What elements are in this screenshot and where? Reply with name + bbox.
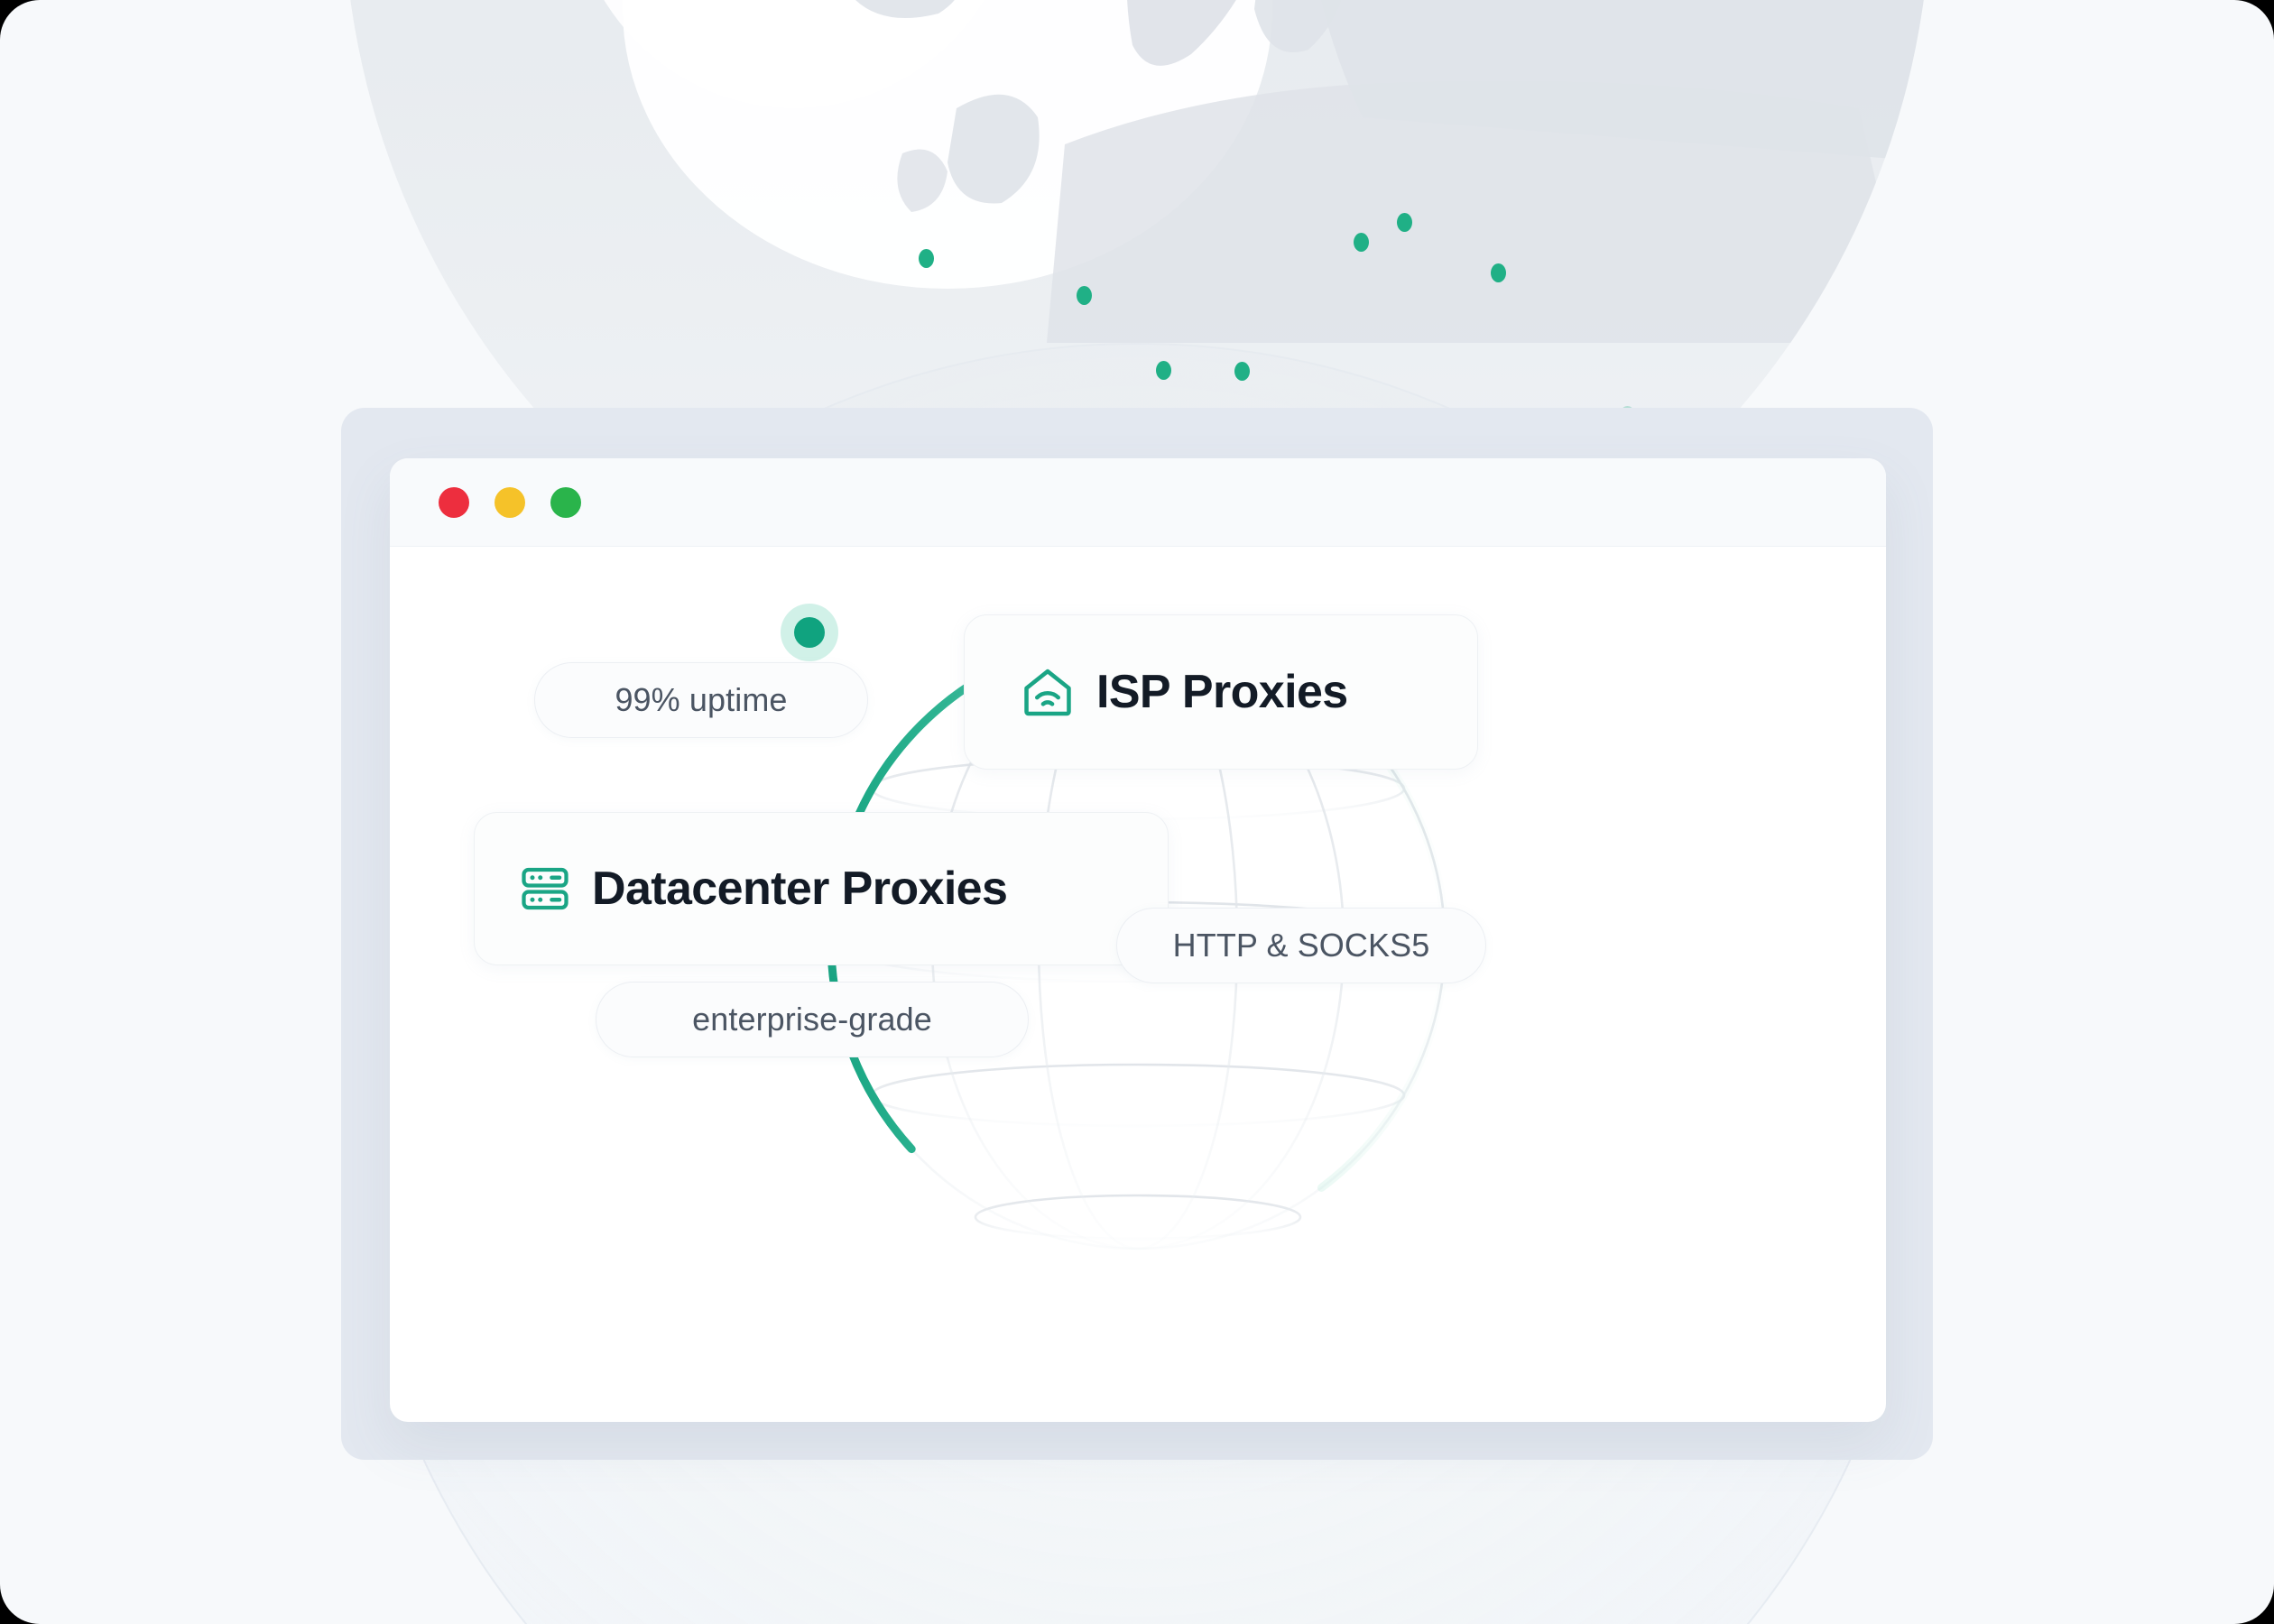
location-dot <box>1077 286 1092 305</box>
house-wifi-icon <box>1024 669 1071 716</box>
node-core-icon <box>794 617 825 648</box>
maximize-icon[interactable] <box>550 486 581 518</box>
badge-enterprise-grade-label: enterprise-grade <box>692 1001 932 1038</box>
browser-titlebar <box>390 458 1886 547</box>
card-datacenter-proxies[interactable]: Datacenter Proxies <box>474 812 1169 965</box>
location-dot <box>1156 361 1171 380</box>
badge-protocols-label: HTTP & SOCKS5 <box>1172 927 1430 964</box>
location-dot <box>1491 263 1506 282</box>
server-rack-icon <box>522 867 568 910</box>
minimize-icon[interactable] <box>495 486 525 518</box>
active-proxy-node[interactable] <box>781 604 838 661</box>
card-datacenter-proxies-label: Datacenter Proxies <box>592 863 1008 915</box>
location-dot <box>1397 213 1412 232</box>
browser-window: 99% uptime ISP Proxies <box>390 458 1886 1422</box>
close-icon[interactable] <box>439 486 469 518</box>
card-isp-proxies[interactable]: ISP Proxies <box>964 614 1478 770</box>
badge-enterprise-grade[interactable]: enterprise-grade <box>596 982 1029 1057</box>
badge-uptime[interactable]: 99% uptime <box>534 662 868 738</box>
location-dot <box>1354 233 1369 252</box>
badge-protocols[interactable]: HTTP & SOCKS5 <box>1116 908 1486 983</box>
browser-canvas: 99% uptime ISP Proxies <box>390 547 1886 1422</box>
location-dot <box>919 249 934 268</box>
location-dot <box>1234 362 1250 381</box>
badge-uptime-label: 99% uptime <box>615 681 788 718</box>
card-isp-proxies-label: ISP Proxies <box>1096 666 1348 718</box>
